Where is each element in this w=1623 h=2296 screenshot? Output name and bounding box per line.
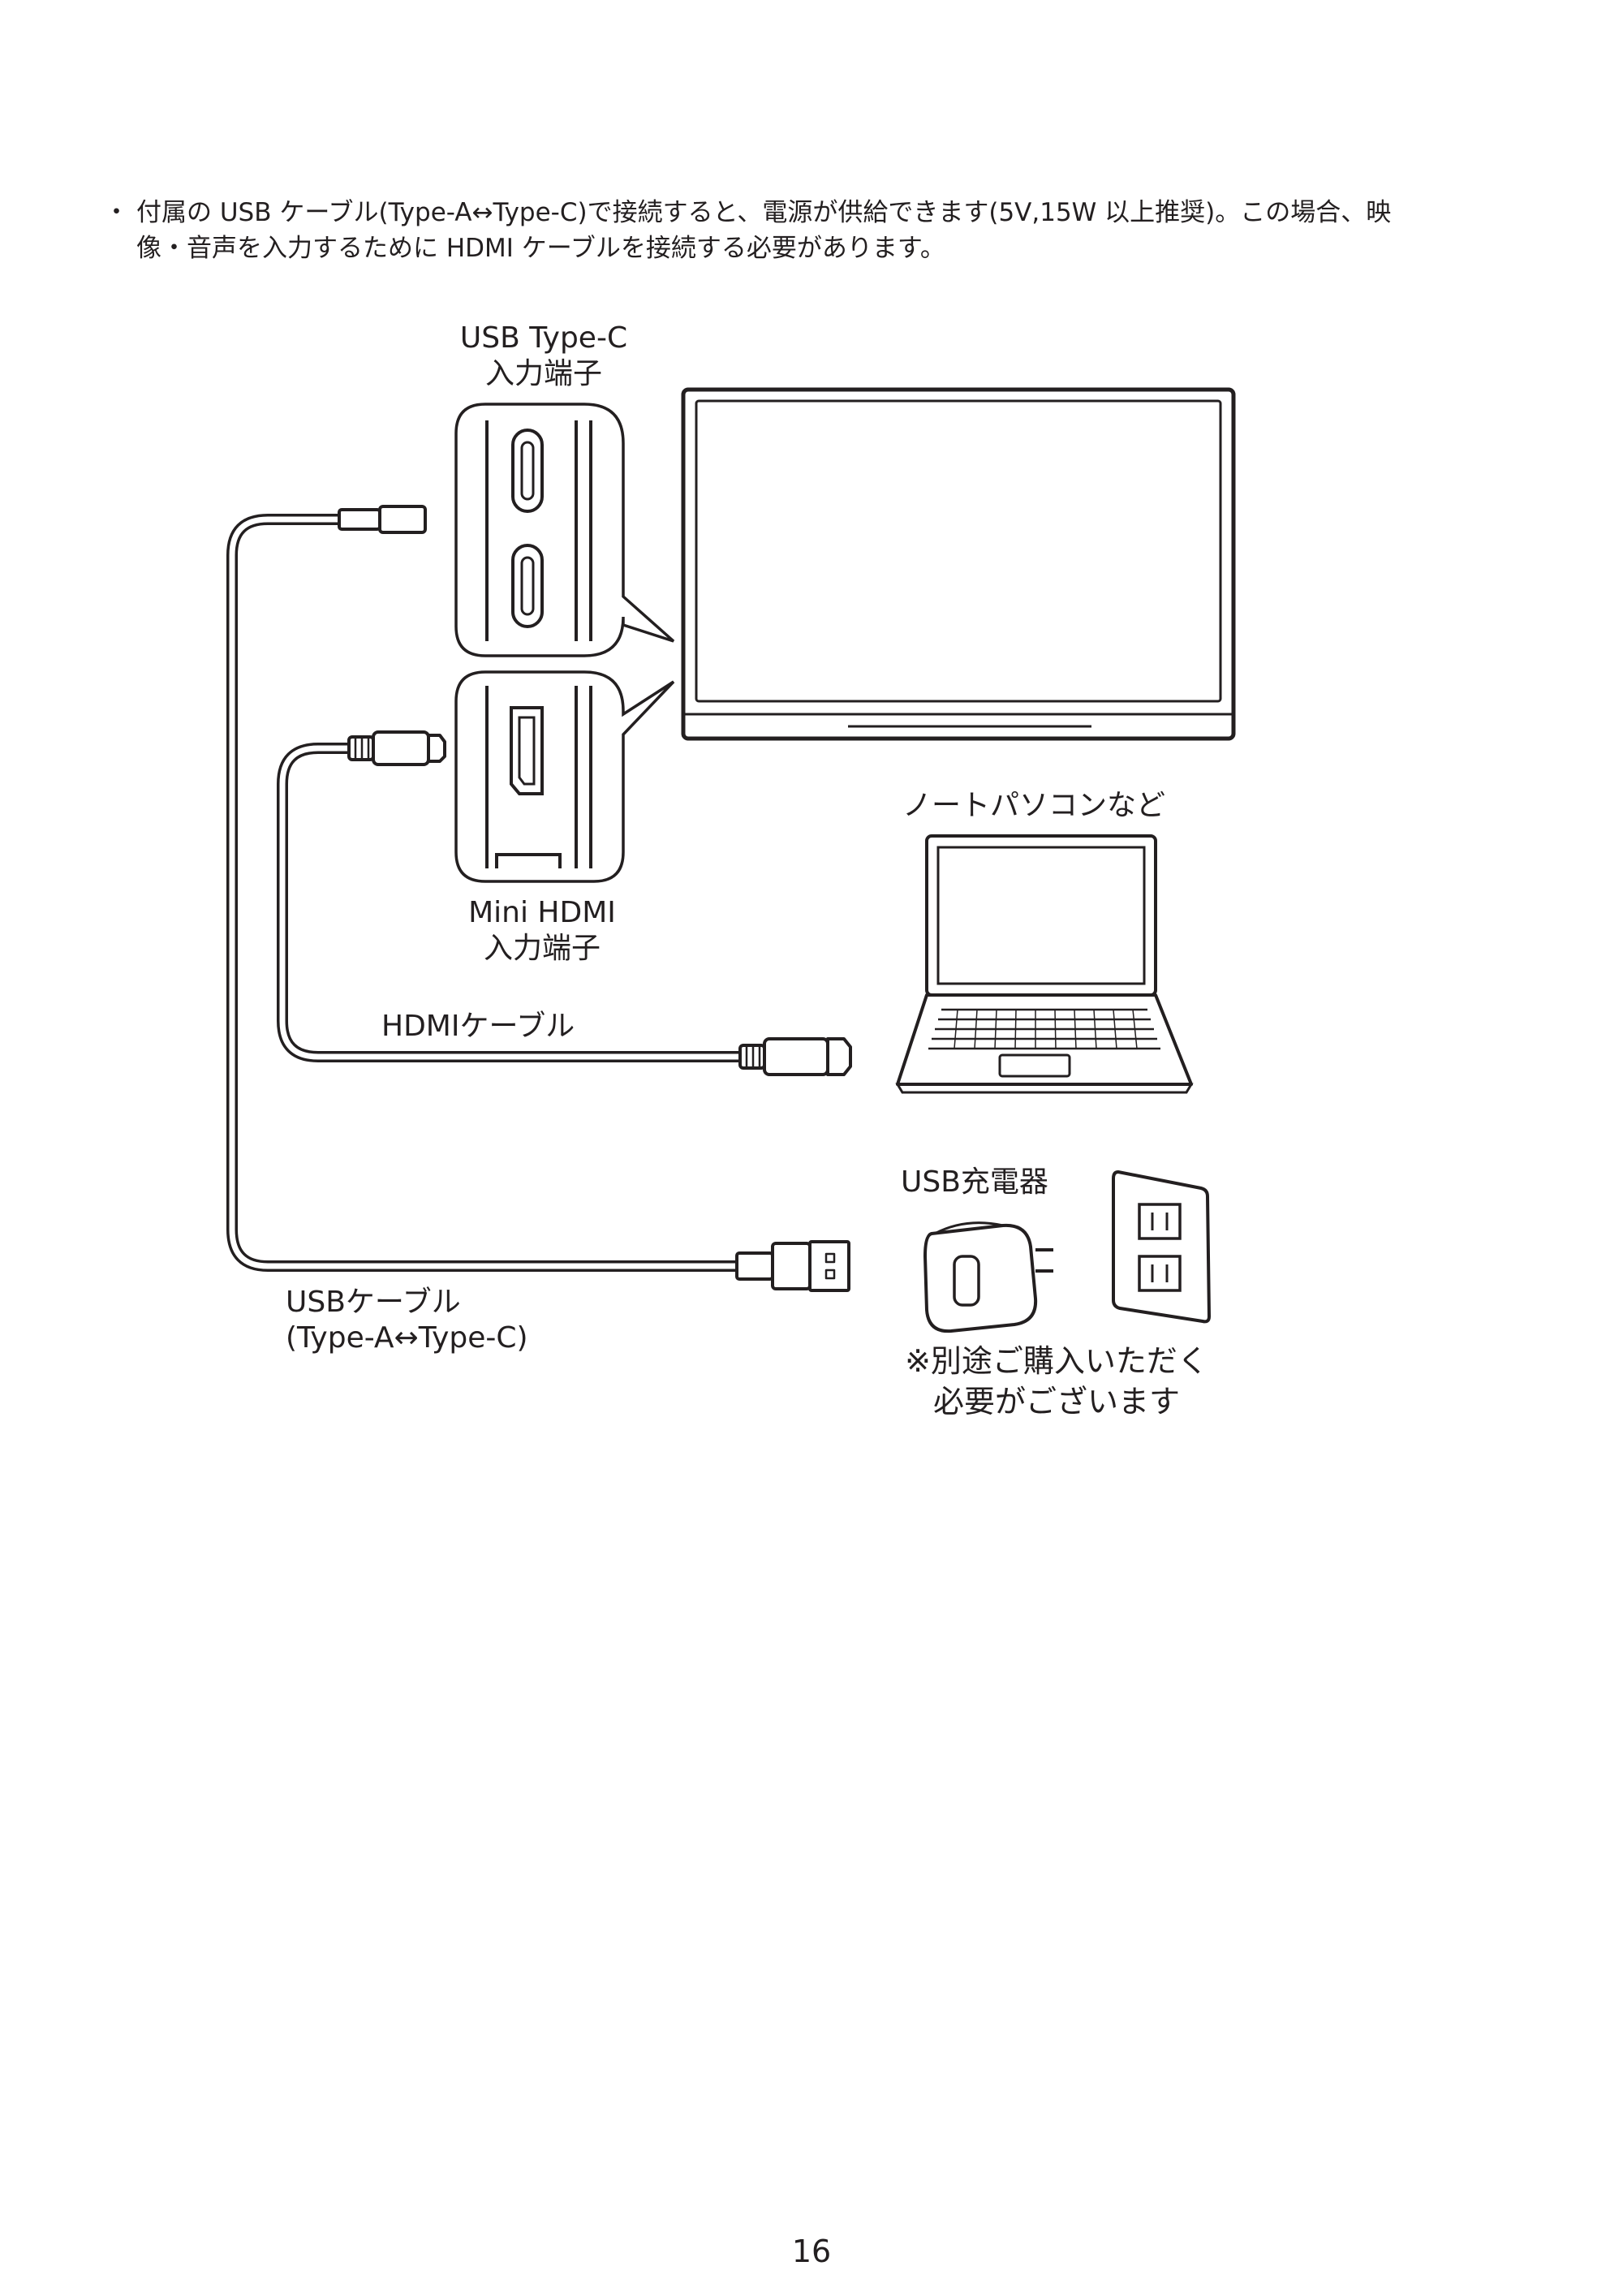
note-line-1: 付属の USB ケーブル(Type-A↔Type-C)で接続すると、電源が供給で… xyxy=(136,198,1392,227)
usb-port-label-line-1: USB Type-C xyxy=(460,321,627,355)
wall-outlet-illustration xyxy=(1112,1170,1212,1324)
usb-cable xyxy=(226,505,850,1292)
purchase-note-line-2: 必要がございます xyxy=(933,1384,1180,1419)
laptop-illustration xyxy=(895,834,1194,1094)
hdmi-port-label-line-1: Mini HDMI xyxy=(468,896,616,929)
portable-monitor xyxy=(681,387,1236,741)
hdmi-cable-label: HDMIケーブル xyxy=(381,1010,575,1043)
touchpad xyxy=(998,1053,1071,1078)
usb-c-port-1 xyxy=(511,429,544,513)
note-line-2: 像・音声を入力するために HDMI ケーブルを接続する必要があります。 xyxy=(136,234,945,263)
usb-a-plug xyxy=(735,1251,774,1281)
hdmi-port-label-line-2: 入力端子 xyxy=(484,932,601,965)
charger-label: USB充電器 xyxy=(901,1165,1048,1199)
laptop-label: ノートパソコンなど xyxy=(902,789,1165,822)
usb-c-port-callout xyxy=(454,403,675,657)
mini-hdmi-port xyxy=(510,706,544,795)
purchase-note-line-1: ※別途ご購入いただく xyxy=(905,1343,1208,1379)
usb-port-label-line-2: 入力端子 xyxy=(485,357,602,390)
bullet-marker: ・ xyxy=(104,198,129,227)
usb-charger-illustration xyxy=(923,1221,1053,1333)
usb-c-plug xyxy=(338,508,381,531)
mini-hdmi-port-callout xyxy=(454,670,675,883)
usb-cable-label-line-1: USBケーブル xyxy=(286,1286,461,1319)
note-text: 付属の USB ケーブル(Type-A↔Type-C)で接続すると、電源が供給で… xyxy=(136,195,1548,266)
page-number: 16 xyxy=(791,2234,832,2269)
usb-cable-label-line-2: (Type-A↔Type-C) xyxy=(286,1321,528,1355)
usb-c-port-2 xyxy=(511,544,544,628)
hdmi-cable xyxy=(277,730,852,1076)
